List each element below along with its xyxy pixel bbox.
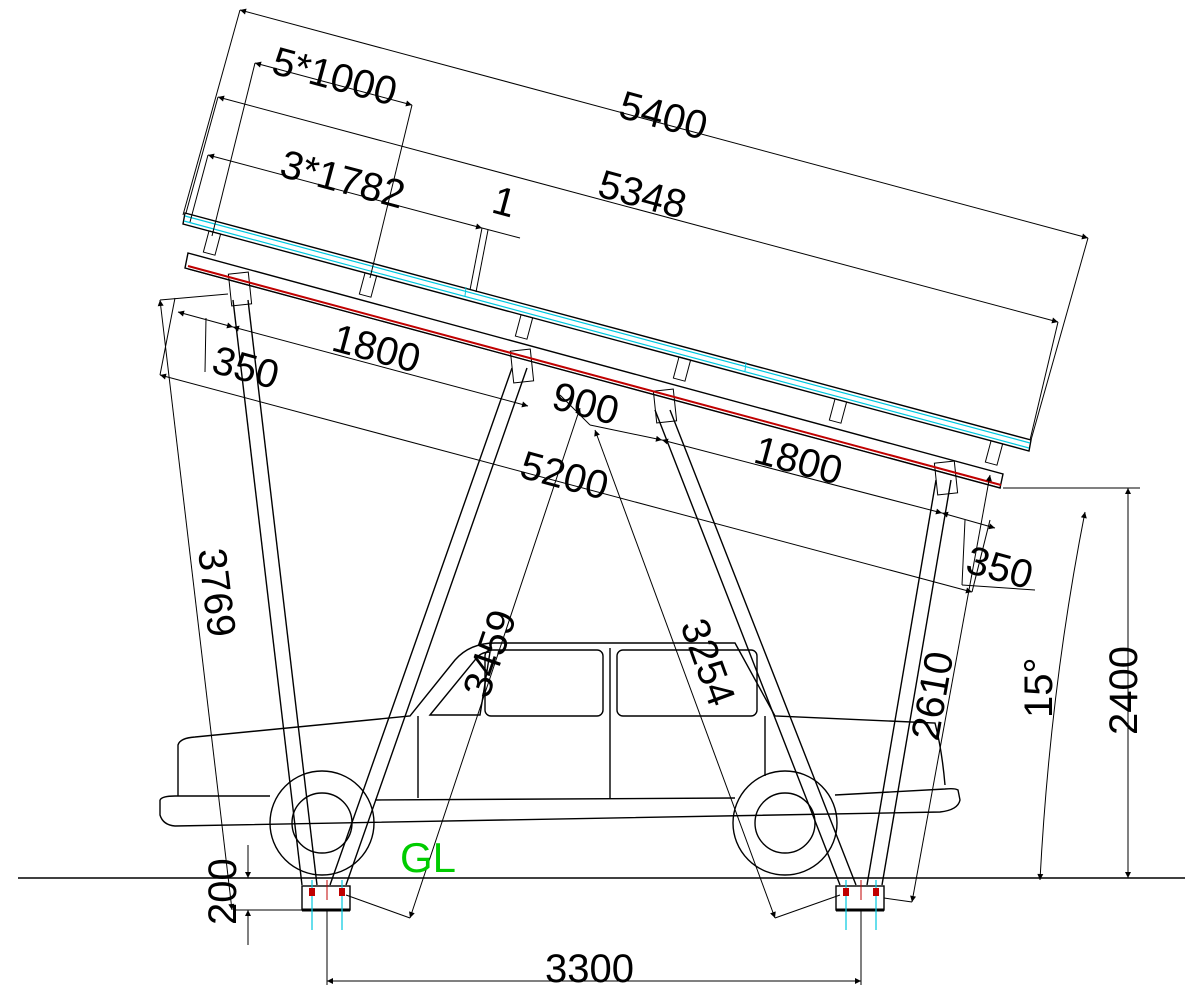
dim-column-spacing: 3300: [545, 947, 634, 989]
dim-brace-right: 3254: [672, 613, 744, 712]
car-outline: [159, 642, 961, 876]
dim-rail-pitch: 3*1782: [276, 142, 410, 217]
dim-beam-length: 5200: [516, 443, 613, 509]
foundation-right: [835, 880, 885, 930]
dim-rear-leg: 3769: [189, 546, 244, 640]
dim-panel-length: 5400: [615, 83, 712, 149]
dim-front-leg: 2610: [904, 648, 963, 743]
ground-level-label: GL: [400, 834, 456, 881]
dim-tilt-angle: 15°: [1017, 658, 1061, 719]
dim-brace-left: 3459: [455, 604, 526, 702]
dim-height: 2400: [1102, 646, 1146, 735]
main-beam: [184, 252, 1004, 489]
dim-span-right: 1800: [750, 428, 847, 494]
dim-gap: 1: [488, 178, 521, 226]
dim-overhang-left: 350: [208, 338, 284, 398]
foundation-left: [301, 880, 351, 930]
dim-module-pitch: 5*1000: [268, 39, 402, 114]
dim-foundation-depth: 200: [201, 858, 245, 925]
dim-rail-length: 5348: [594, 162, 691, 228]
dimension-lines: [157, 8, 1140, 985]
